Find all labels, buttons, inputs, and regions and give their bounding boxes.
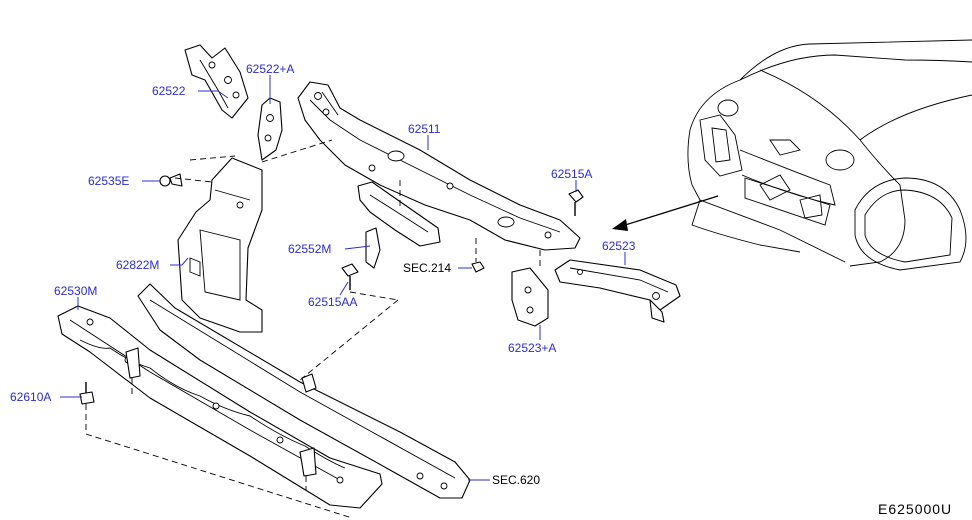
part-62515aa-bolt [341,263,359,290]
part-62523a-bracket [511,267,549,327]
label-62822m: 62822M [116,258,159,272]
part-62522-bracket [184,44,249,119]
part-labels: 62522 62522+A 62511 62535E 62515A 62552M… [10,62,952,517]
label-62511: 62511 [408,122,441,136]
part-62511-upper-tie-bar [297,81,581,251]
part-62530m-lower-tie-bar [57,305,383,509]
part-sec620-lower-bar [137,283,471,499]
assembly-dashed-lines [85,139,541,519]
part-62523-side-bracket [554,259,681,323]
label-62530m: 62530M [54,284,97,298]
label-62610a: 62610A [10,390,51,404]
part-62535e-clip [159,173,183,187]
label-sec214: SEC.214 [403,261,451,275]
label-62552m: 62552M [288,242,331,256]
part-sec214-nut [471,261,485,273]
label-62535e: 62535E [88,174,129,188]
part-62822m-air-guide [177,157,263,333]
part-62552m-latch [357,181,441,269]
part-62515a-clip [568,189,584,216]
label-62523: 62523 [602,239,636,253]
label-62523a: 62523+A [508,341,556,355]
pointer-arrow [612,195,719,231]
label-62522a: 62522+A [246,62,294,76]
car-front-illustration [687,39,972,271]
part-62610a-bolt [79,382,95,405]
label-62515a: 62515A [551,167,592,181]
label-62515aa: 62515AA [308,295,357,309]
diagram-code: E625000U [878,501,952,517]
label-62522: 62522 [152,84,186,98]
label-sec620: SEC.620 [492,473,540,487]
leader-lines [60,75,626,481]
part-62522a-bracket [257,97,283,161]
